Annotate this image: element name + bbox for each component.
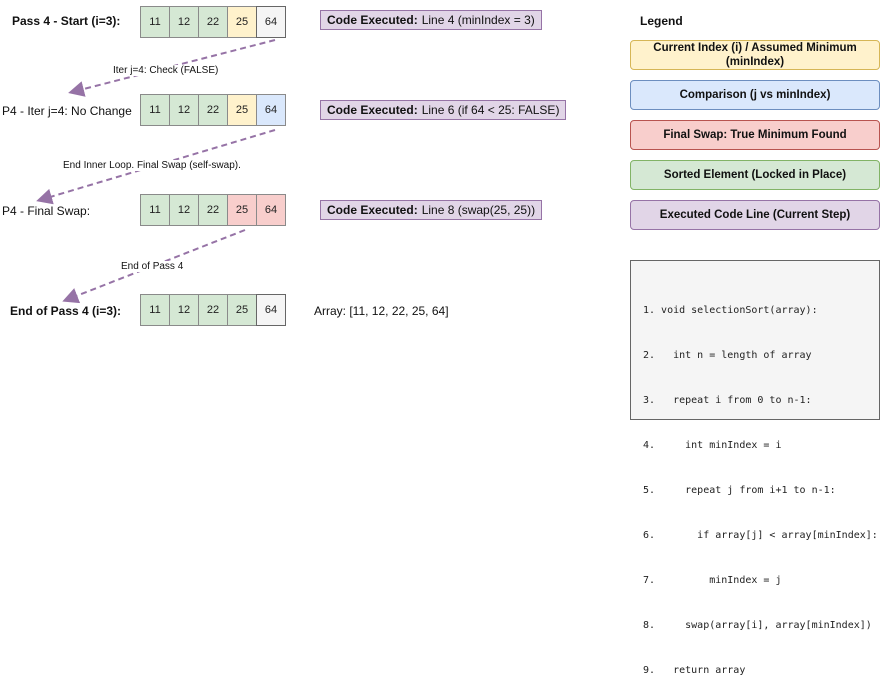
final-array-text: Array: [11, 12, 22, 25, 64] <box>314 304 449 318</box>
array-cell: 64 <box>256 294 286 326</box>
array-cell: 12 <box>169 6 199 38</box>
array-cell: 22 <box>198 194 228 226</box>
arrow-3 <box>62 229 246 304</box>
transition-label-2: End Inner Loop. Final Swap (self-swap). <box>62 160 242 171</box>
row-label-final-swap: P4 - Final Swap: <box>2 204 91 218</box>
transition-label-3: End of Pass 4 <box>120 261 185 272</box>
code-line: 8. swap(array[i], array[minIndex]) <box>643 620 872 631</box>
code-line: 2. int n = length of array <box>643 350 812 361</box>
array-cell: 25 <box>227 6 257 38</box>
array-cell: 25 <box>227 94 257 126</box>
code-executed-badge-1: Code Executed: Line 6 (if 64 < 25: FALSE… <box>320 100 567 120</box>
array-cell: 11 <box>140 194 170 226</box>
code-executed-prefix: Code Executed: <box>327 13 418 27</box>
array-cell: 64 <box>256 194 286 226</box>
code-executed-text: Line 8 (swap(25, 25)) <box>421 203 536 217</box>
array-cell: 22 <box>198 6 228 38</box>
row-label-iter-j4: P4 - Iter j=4: No Change <box>2 104 132 118</box>
pseudocode-box: 1. void selectionSort(array): 2. int n =… <box>630 260 880 676</box>
array-cell: 64 <box>256 94 286 126</box>
array-cell: 22 <box>198 294 228 326</box>
array-cell: 64 <box>256 6 286 38</box>
code-executed-badge-0: Code Executed: Line 4 (minIndex = 3) <box>320 10 542 30</box>
code-executed-prefix: Code Executed: <box>327 103 418 117</box>
legend-item-current-index: Current Index (i) / Assumed Minimum (min… <box>630 40 880 70</box>
code-line: 1. void selectionSort(array): <box>643 305 818 316</box>
array-cell: 12 <box>169 294 199 326</box>
legend-item-final-swap: Final Swap: True Minimum Found <box>630 120 880 150</box>
code-line: 9. return array <box>643 665 746 676</box>
code-line: 5. repeat j from i+1 to n-1: <box>643 485 836 496</box>
legend-item-comparison: Comparison (j vs minIndex) <box>630 80 880 110</box>
code-executed-text: Line 4 (minIndex = 3) <box>421 13 535 27</box>
code-line: 3. repeat i from 0 to n-1: <box>643 395 812 406</box>
array-cell: 25 <box>227 194 257 226</box>
code-executed-prefix: Code Executed: <box>327 203 418 217</box>
array-cell: 22 <box>198 94 228 126</box>
transition-label-1: Iter j=4: Check (FALSE) <box>112 65 220 76</box>
legend: Current Index (i) / Assumed Minimum (min… <box>630 40 880 230</box>
array-cell: 12 <box>169 94 199 126</box>
legend-item-sorted: Sorted Element (Locked in Place) <box>630 160 880 190</box>
array-cell: 11 <box>140 94 170 126</box>
code-executed-badge-2: Code Executed: Line 8 (swap(25, 25)) <box>320 200 543 220</box>
array-cell: 25 <box>227 294 257 326</box>
code-line: 4. int minIndex = i <box>643 440 782 451</box>
code-line: 6. if array[j] < array[minIndex]: <box>643 530 878 541</box>
array-cell: 11 <box>140 294 170 326</box>
code-line: 7. minIndex = j <box>643 575 782 586</box>
array-cell: 12 <box>169 194 199 226</box>
code-executed-text: Line 6 (if 64 < 25: FALSE) <box>421 103 560 117</box>
array-cell: 11 <box>140 6 170 38</box>
legend-title: Legend <box>640 14 683 28</box>
legend-item-executed-code: Executed Code Line (Current Step) <box>630 200 880 230</box>
row-label-end-of-pass4: End of Pass 4 (i=3): <box>10 304 122 318</box>
row-label-pass4-start: Pass 4 - Start (i=3): <box>12 14 121 28</box>
